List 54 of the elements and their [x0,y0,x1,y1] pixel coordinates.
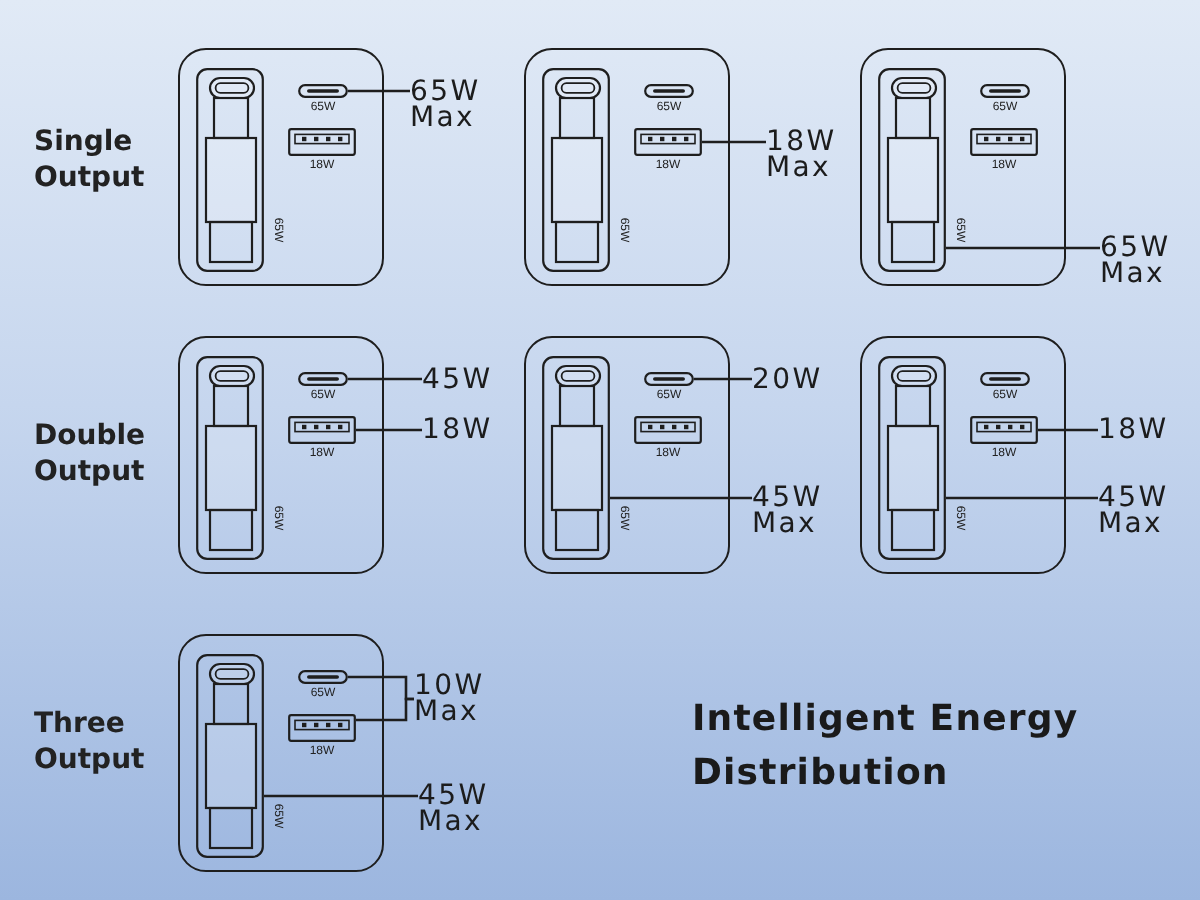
leader-line [1038,428,1098,432]
title: Intelligent Energy Distribution [692,696,1081,798]
wattage-label: 45W Max [752,486,823,538]
plug-in-slot [542,356,610,560]
charger-panel [178,48,384,286]
plug-in-slot [878,68,946,272]
usb-c-port [980,372,1030,386]
charger-panel [860,48,1066,286]
wattage-label: 45W Max [1098,486,1169,538]
usb-a-port [634,416,702,444]
wattage-label: 18W Max [766,130,837,182]
leader-line [348,377,422,381]
charger-panel [524,336,730,574]
leader-line [946,496,1098,500]
charger-panel [860,336,1066,574]
leader-line [348,89,410,93]
wattage-label: 10W Max [414,673,485,725]
row-label: Single Output [34,124,145,196]
usb-c-port [298,372,348,386]
usb-a-port [634,128,702,156]
usb-c-port [644,372,694,386]
plug-in-slot [878,356,946,560]
usb-c-port [298,670,348,684]
plug-in-slot [196,356,264,560]
wattage-label: 20W [752,367,823,393]
charger-panel [524,48,730,286]
row-label: Three Output [34,706,145,778]
usb-a-port [970,128,1038,156]
wattage-label: 65W Max [410,79,481,131]
plug-in-slot [196,68,264,272]
leader-line [264,794,418,798]
wattage-label: 65W Max [1100,236,1171,288]
usb-a-port [970,416,1038,444]
usb-c-port [980,84,1030,98]
plug-in-slot [542,68,610,272]
charger-panel [178,634,384,872]
wattage-label: 18W [422,418,493,444]
charger-panel [178,336,384,574]
usb-a-port [288,714,356,742]
leader-line [356,697,414,722]
leader-line [610,496,752,500]
leader-line [694,377,752,381]
leader-line [946,246,1100,250]
plug-in-slot [196,654,264,858]
usb-a-port [288,416,356,444]
wattage-label: 45W [422,367,493,393]
usb-c-port [644,84,694,98]
wattage-label: 18W [1098,418,1169,444]
leader-line [356,428,422,432]
leader-line [702,140,766,144]
usb-c-port [298,84,348,98]
row-label: Double Output [34,418,146,490]
wattage-label: 45W Max [418,784,489,836]
usb-a-port [288,128,356,156]
